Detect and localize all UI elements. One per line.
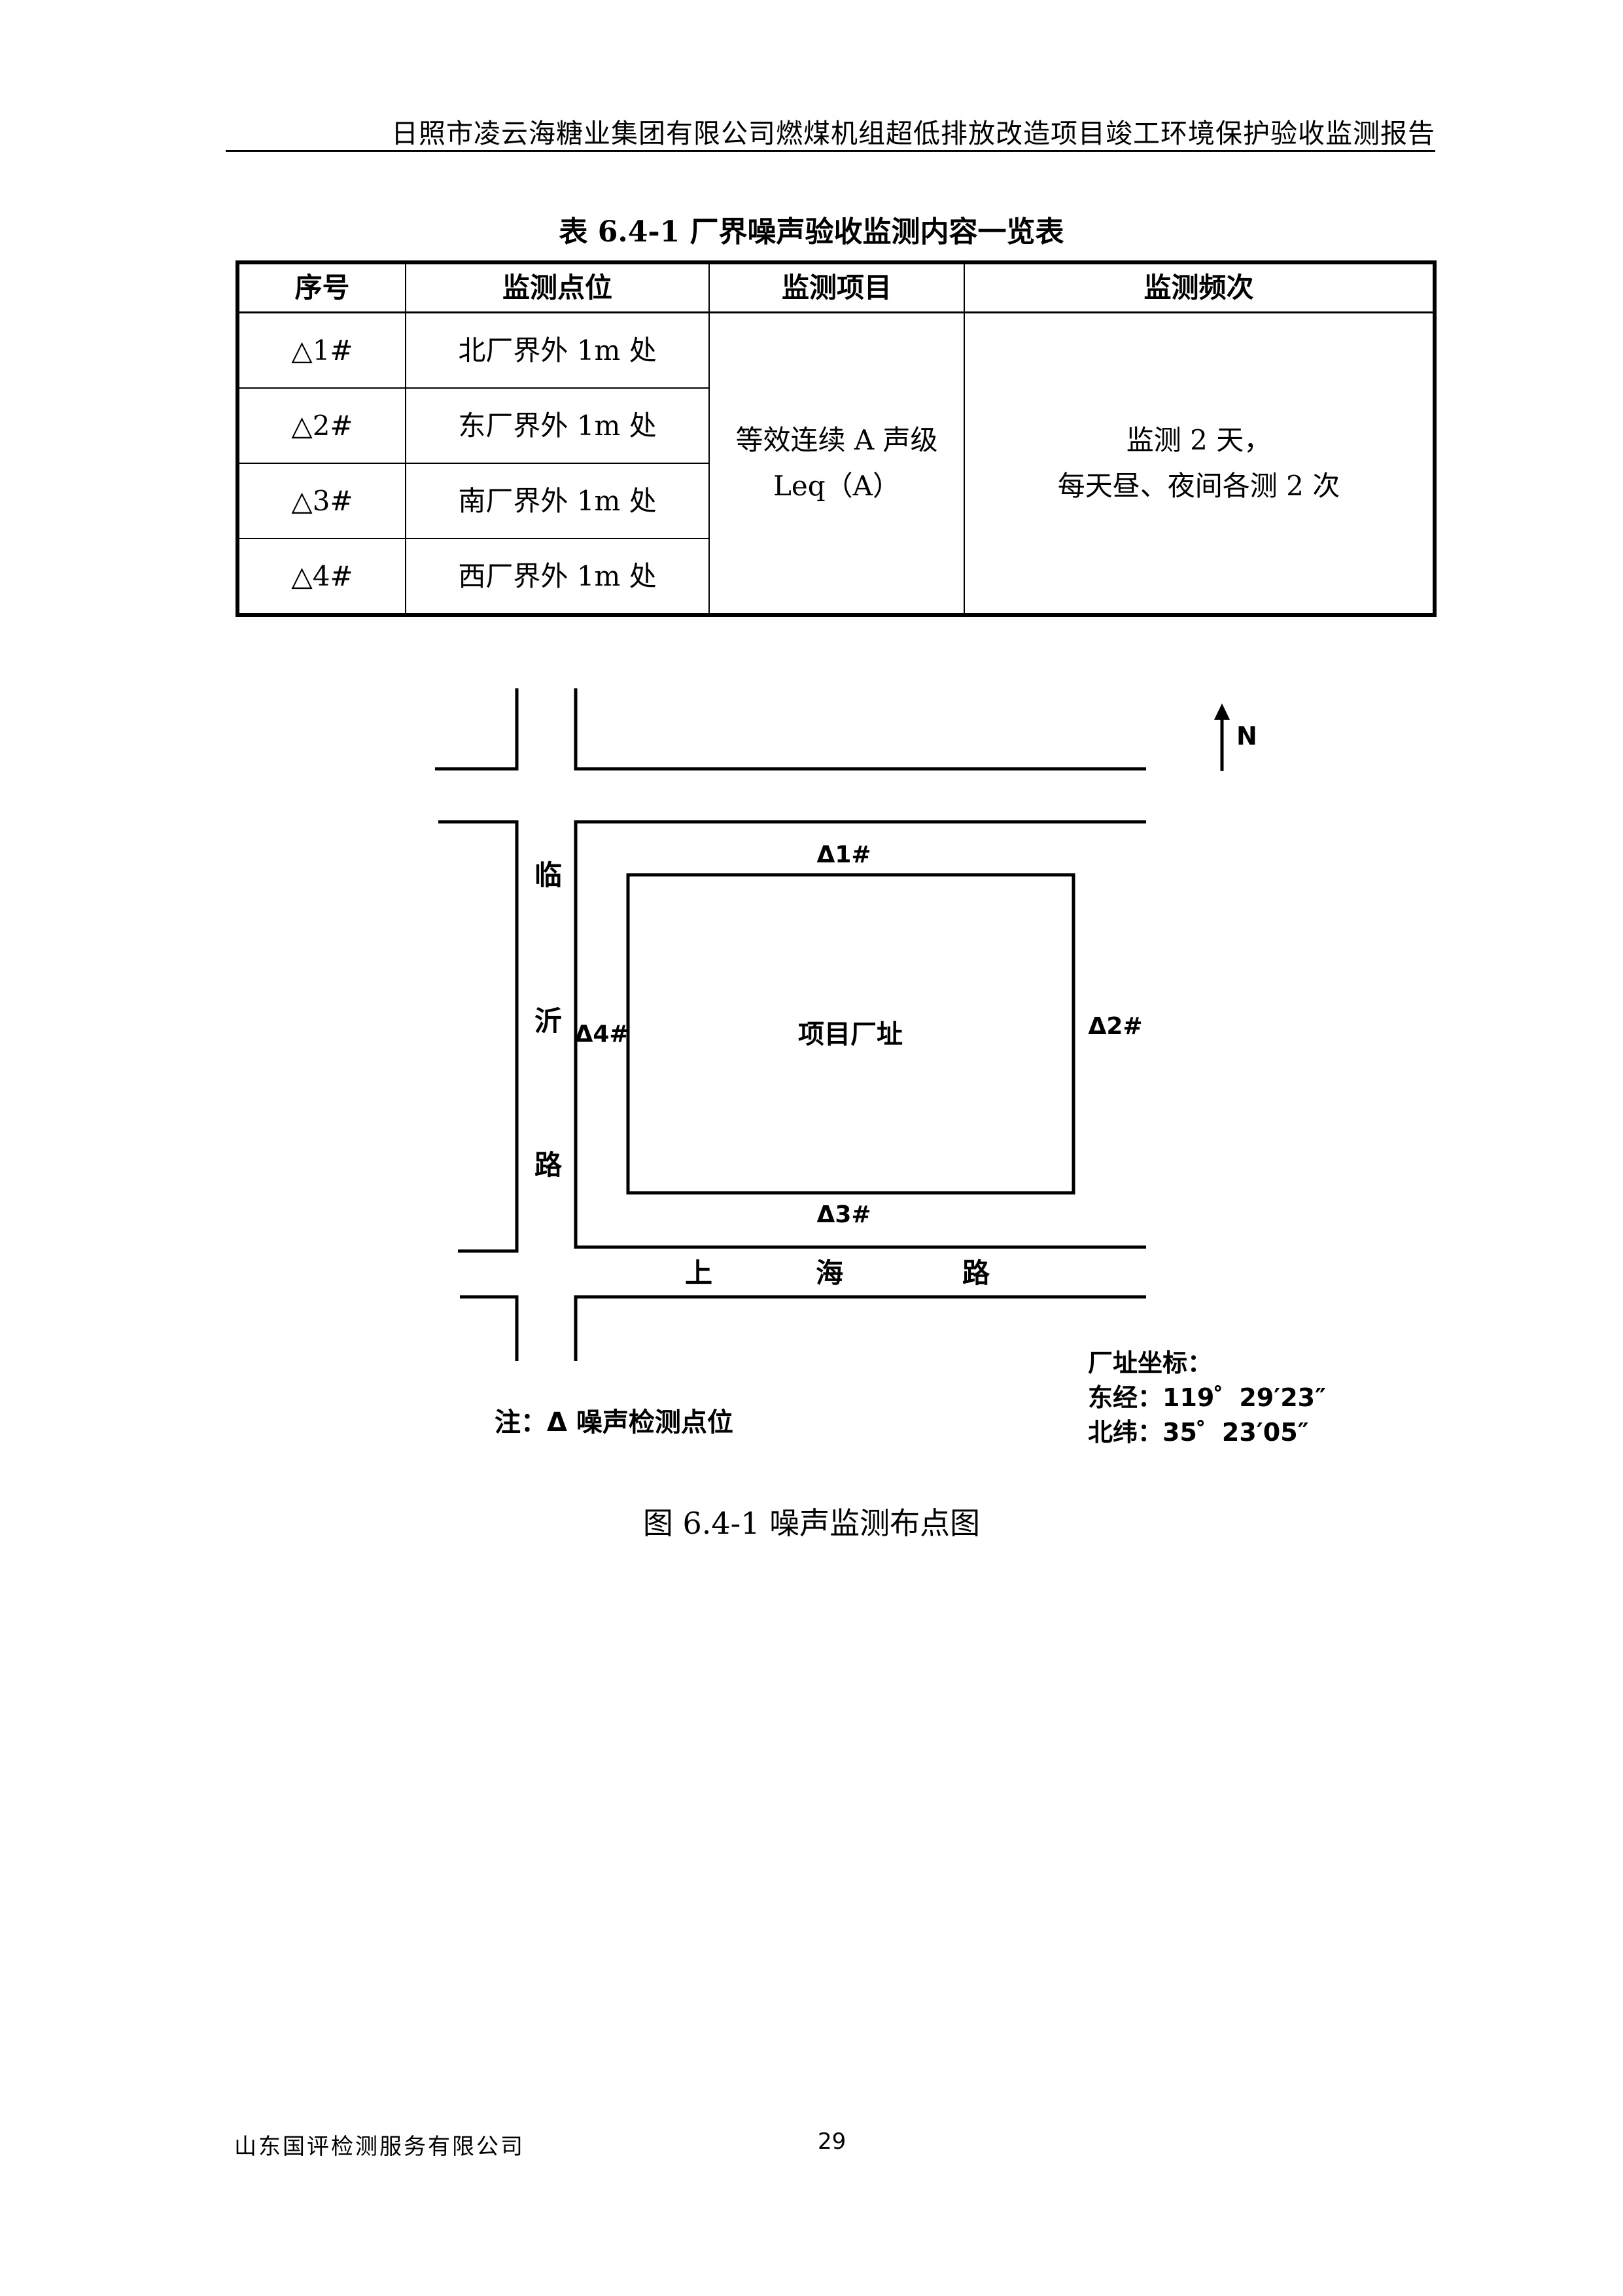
road-edge-lower-right bbox=[574, 1295, 1146, 1361]
page-number: 29 bbox=[818, 2128, 846, 2155]
north-arrow-icon bbox=[1214, 703, 1230, 771]
map-note: 注：Δ 噪声检测点位 bbox=[495, 1407, 733, 1438]
road-edge-upper-right bbox=[574, 688, 1146, 771]
item-line-1: 等效连续 A 声级 bbox=[735, 424, 938, 456]
road-edge-west-block bbox=[438, 820, 519, 1253]
point-label-2: Δ2# bbox=[1088, 1013, 1142, 1040]
coordinates-north: 北纬：35゜23′05″ bbox=[1088, 1418, 1309, 1447]
figure-caption: 图 6.4-1 噪声监测布点图 bbox=[642, 1506, 981, 1541]
cell-point: 东厂界外 1m 处 bbox=[405, 387, 710, 464]
header-item: 监测项目 bbox=[708, 262, 965, 313]
cell-seq: △3# bbox=[237, 463, 406, 539]
point-label-1: Δ1# bbox=[816, 841, 871, 868]
header-frequency: 监测频次 bbox=[964, 262, 1435, 313]
coordinates-east: 东经：119゜29′23″ bbox=[1088, 1383, 1326, 1412]
table-row: △1# 北厂界外 1m 处 等效连续 A 声级 Leq（A） 监测 2 天， 每… bbox=[237, 311, 1435, 616]
frequency-line-2: 每天昼、夜间各测 2 次 bbox=[1057, 470, 1340, 502]
cell-point: 南厂界外 1m 处 bbox=[405, 463, 710, 539]
cell-point: 北厂界外 1m 处 bbox=[405, 311, 710, 389]
road-west-char: 临 bbox=[534, 859, 562, 891]
road-south-char: 路 bbox=[962, 1257, 990, 1289]
site-label: 项目厂址 bbox=[798, 1019, 903, 1050]
footer-company: 山东国评检测服务有限公司 bbox=[234, 2134, 525, 2160]
road-west-char: 路 bbox=[534, 1149, 563, 1181]
road-edge-site-block bbox=[574, 820, 1146, 1249]
cell-point: 西厂界外 1m 处 bbox=[405, 538, 710, 616]
road-lines bbox=[435, 688, 1146, 1361]
road-edge-upper-left bbox=[435, 688, 519, 771]
road-west-char: 沂 bbox=[534, 1005, 562, 1037]
cell-seq: △4# bbox=[237, 538, 406, 616]
table-row: △2# 东厂界外 1m 处 bbox=[237, 387, 1435, 464]
header-seq: 序号 bbox=[237, 262, 406, 313]
cell-seq: △2# bbox=[237, 387, 406, 464]
point-label-3: Δ3# bbox=[816, 1201, 871, 1228]
site-boundary bbox=[626, 873, 1075, 1195]
coordinates-title: 厂址坐标： bbox=[1088, 1349, 1212, 1377]
header-rule bbox=[226, 150, 1435, 152]
cell-seq: △1# bbox=[237, 311, 406, 389]
cell-item: 等效连续 A 声级 Leq（A） bbox=[708, 311, 965, 616]
running-header: 日照市凌云海糖业集团有限公司燃煤机组超低排放改造项目竣工环境保护验收监测报告 bbox=[391, 118, 1435, 149]
noise-monitoring-table: 序号 监测点位 监测项目 监测频次 △1# 北厂界外 1m 处 等效连续 A 声… bbox=[236, 260, 1437, 617]
header-point: 监测点位 bbox=[405, 262, 710, 313]
point-label-4: Δ4# bbox=[574, 1021, 629, 1048]
cell-frequency: 监测 2 天， 每天昼、夜间各测 2 次 bbox=[964, 311, 1435, 616]
road-south-char: 海 bbox=[816, 1257, 843, 1289]
frequency-line-1: 监测 2 天， bbox=[1126, 424, 1272, 456]
table-row: △4# 西厂界外 1m 处 bbox=[237, 538, 1435, 616]
table-row: △3# 南厂界外 1m 处 bbox=[237, 463, 1435, 539]
table-caption: 表 6.4-1 厂界噪声验收监测内容一览表 bbox=[559, 215, 1064, 249]
north-label: N bbox=[1236, 722, 1257, 751]
road-south-char: 上 bbox=[685, 1257, 712, 1289]
item-line-2: Leq（A） bbox=[773, 470, 900, 502]
road-edge-lower-left bbox=[460, 1295, 519, 1361]
table-header-row: 序号 监测点位 监测项目 监测频次 bbox=[237, 262, 1435, 313]
